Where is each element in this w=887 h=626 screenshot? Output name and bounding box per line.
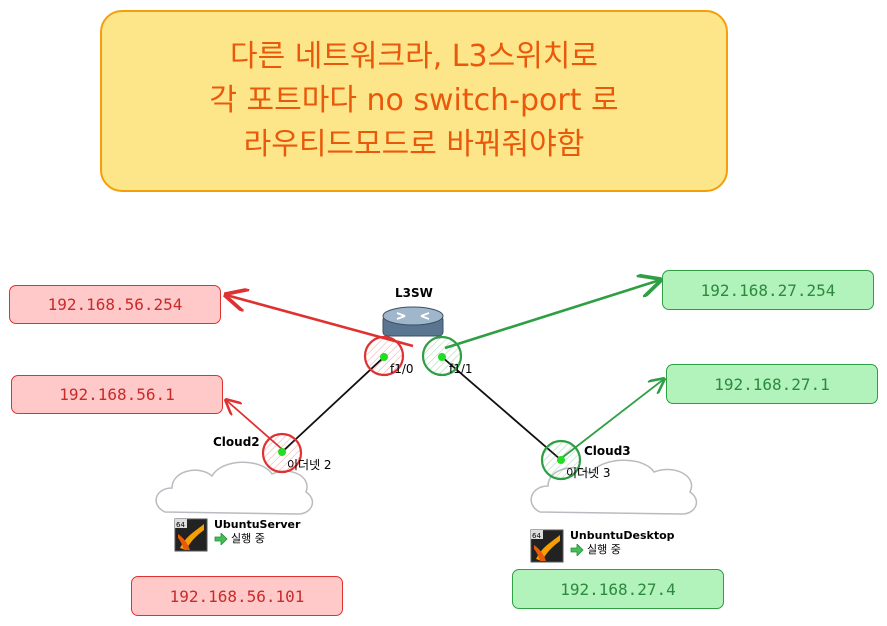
arrow-to-switch-right-ip — [444, 280, 660, 350]
vm-name: UnbuntuDesktop — [570, 529, 675, 542]
ip-label-switch-right: 192.168.27.254 — [662, 270, 874, 310]
running-arrow-icon — [570, 544, 584, 556]
ip-label-ubuntu-desktop: 192.168.27.4 — [512, 569, 724, 609]
running-arrow-icon — [214, 533, 228, 545]
ip-label-ubuntu-server: 192.168.56.101 — [131, 576, 343, 616]
vm-name: UbuntuServer — [214, 518, 301, 531]
link-status-dot — [557, 456, 565, 464]
link-status-dot — [438, 353, 446, 361]
cloud2-icon[interactable] — [155, 461, 314, 515]
cloud2-name: Cloud2 — [213, 435, 260, 449]
vm-ubuntu-server[interactable]: 64 UbuntuServer 실행 중 — [174, 518, 300, 552]
ip-label-cloud2: 192.168.56.1 — [11, 375, 223, 414]
svg-text:64: 64 — [532, 532, 541, 540]
note-line-1: 다른 네트워크라, L3스위치로 — [229, 39, 598, 74]
cloud2-iface-label: 이더넷 2 — [287, 458, 332, 472]
virtualbox-icon: 64 — [530, 529, 564, 563]
vm-status: 실행 중 — [231, 532, 265, 545]
cloud3-name: Cloud3 — [584, 444, 631, 458]
l3-switch-icon[interactable] — [382, 306, 444, 337]
link-switch-cloud2 — [281, 356, 385, 453]
switch-name: L3SW — [395, 286, 433, 300]
link-status-dot — [380, 353, 388, 361]
link-switch-cloud3 — [441, 356, 562, 461]
ip-label-switch-left: 192.168.56.254 — [9, 285, 221, 324]
note-line-3: 라우티드모드로 바꿔줘야함 — [243, 127, 585, 162]
vm-ubuntu-desktop[interactable]: 64 UnbuntuDesktop 실행 중 — [530, 529, 675, 563]
arrow-to-cloud3-ip — [562, 379, 664, 458]
cloud3-iface-label: 이더넷 3 — [566, 466, 611, 480]
svg-text:64: 64 — [176, 521, 185, 529]
vm-status: 실행 중 — [587, 543, 621, 556]
ip-label-cloud3: 192.168.27.1 — [666, 364, 878, 404]
port-right-label: f1/1 — [449, 362, 473, 376]
annotation-note: 다른 네트워크라, L3스위치로 각 포트마다 no switch-port 로… — [100, 10, 728, 192]
link-status-dot — [278, 448, 286, 456]
virtualbox-icon: 64 — [174, 518, 208, 552]
note-line-2: 각 포트마다 no switch-port 로 — [209, 83, 619, 118]
port-left-label: f1/0 — [390, 362, 414, 376]
